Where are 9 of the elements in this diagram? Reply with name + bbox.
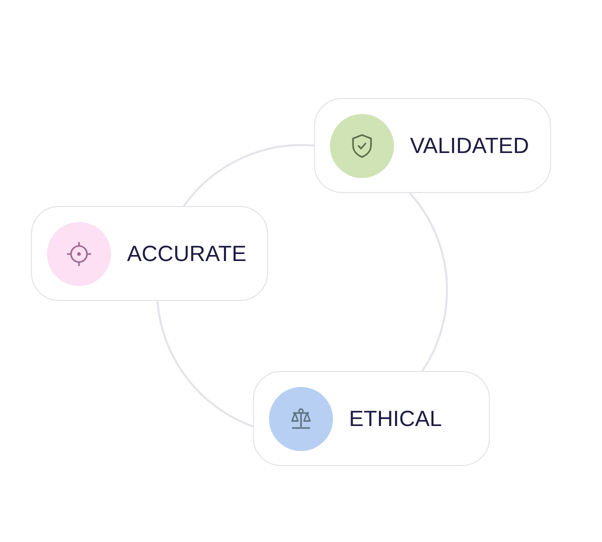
- node-label: ACCURATE: [127, 240, 246, 268]
- connector-arc: [409, 192, 448, 372]
- node-label: ETHICAL: [349, 405, 442, 433]
- pill-card: [314, 98, 551, 193]
- node-label: VALIDATED: [410, 132, 529, 160]
- pill-card: [31, 206, 268, 301]
- pill-card: [253, 371, 490, 466]
- connector-arc: [156, 301, 254, 428]
- connector-arc: [183, 144, 314, 207]
